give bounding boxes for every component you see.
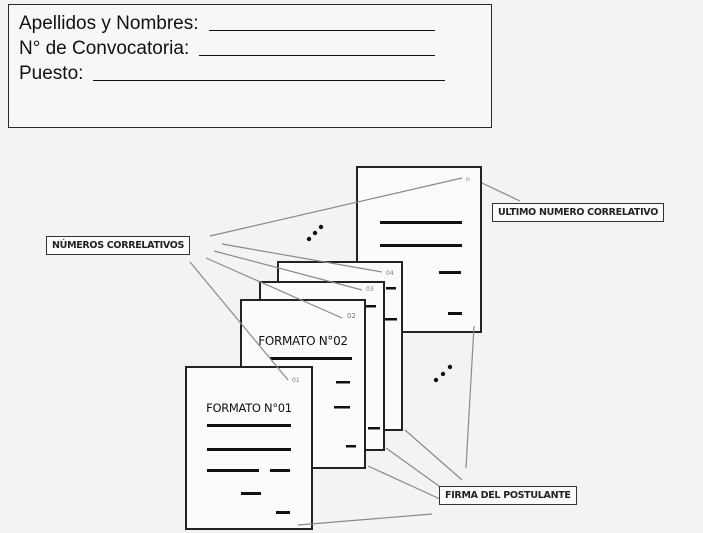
puesto-row: Puesto: <box>19 63 446 85</box>
puesto-label: Puesto: <box>19 63 84 84</box>
name-blank-line[interactable] <box>208 29 435 31</box>
format-01-title: FORMATO N°01 <box>206 401 292 415</box>
page-01: 01 FORMATO N°01 <box>185 366 313 530</box>
page-number-02: 02 <box>347 312 356 320</box>
leader-lines <box>189 177 521 526</box>
convocatoria-blank-line[interactable] <box>199 54 436 56</box>
puesto-blank-line[interactable] <box>93 79 446 81</box>
applicant-info-box: Apellidos y Nombres: N° de Convocatoria:… <box>8 4 492 128</box>
ellipsis-dots-top <box>306 224 324 242</box>
name-row: Apellidos y Nombres: <box>19 13 435 35</box>
convocatoria-label: N° de Convocatoria: <box>19 38 190 59</box>
page-number-03: 03 <box>366 286 374 293</box>
label-numeros-correlativos: NÚMEROS CORRELATIVOS <box>46 236 191 255</box>
ellipsis-dots-bottom <box>433 364 453 383</box>
name-label: Apellidos y Nombres: <box>19 13 199 34</box>
convocatoria-row: N° de Convocatoria: <box>19 38 436 60</box>
label-firma-postulante: FIRMA DEL POSTULANTE <box>439 486 577 505</box>
label-ultimo-numero: ULTIMO NUMERO CORRELATIVO <box>492 203 664 222</box>
page-number-last: n <box>466 176 470 183</box>
page-number-04: 04 <box>386 270 394 277</box>
format-02-title: FORMATO N°02 <box>258 334 348 348</box>
page-number-01: 01 <box>292 377 300 384</box>
